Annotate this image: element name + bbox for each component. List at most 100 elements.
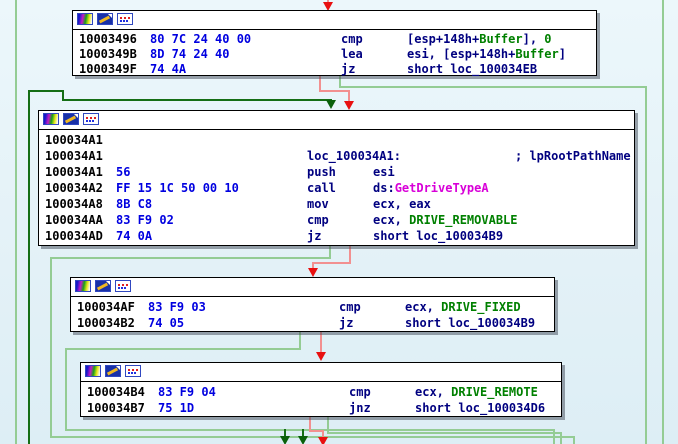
operand: short loc_100034EB (407, 62, 538, 76)
address: 1000349F (79, 62, 137, 76)
operand: ecx, (415, 385, 452, 399)
block-toolbar (81, 363, 561, 382)
operand: short loc_100034B9 (405, 316, 536, 330)
edge-segment (327, 0, 329, 3)
operand-symbol: Buffer (479, 32, 523, 46)
edge-segment (65, 348, 67, 431)
edge-segment (662, 0, 664, 444)
opcode-bytes: 8D 74 24 40 (150, 47, 230, 61)
opcode-bytes: 83 F9 04 (158, 385, 216, 399)
operand: esi (373, 165, 395, 179)
operand: esi, [esp+148h+ (407, 47, 516, 61)
address: 1000349B (79, 47, 137, 61)
edge-segment (339, 86, 647, 88)
edge-segment (553, 429, 555, 444)
mnemonic: jnz (349, 401, 371, 415)
block-toolbar (73, 11, 596, 30)
arrowhead-into-10003496 (323, 2, 333, 11)
mnemonic: lea (341, 47, 363, 61)
node-color-palette-icon[interactable] (77, 13, 93, 25)
node-color-palette-icon[interactable] (85, 365, 101, 377)
address: 10003496 (79, 32, 137, 46)
edge-segment (65, 348, 301, 350)
node-color-palette-icon[interactable] (43, 113, 59, 125)
edge-segment (15, 0, 17, 444)
edge-segment (322, 430, 324, 438)
operand: short loc_100034D6 (415, 401, 546, 415)
operand: ecx, eax (373, 197, 431, 211)
edit-node-icon[interactable] (95, 280, 111, 292)
operand-immediate: 0 (544, 32, 552, 46)
edge-segment (50, 257, 331, 259)
operand-import-name: GetDriveTypeA (394, 181, 489, 195)
edge-segment (327, 432, 562, 434)
address: 100034B7 (87, 401, 145, 415)
trace-node-icon[interactable] (115, 280, 131, 292)
operand: ecx, (405, 300, 442, 314)
mnemonic: jz (307, 229, 322, 243)
trace-node-icon[interactable] (117, 13, 133, 25)
edge-segment (327, 410, 329, 434)
edge-segment (573, 436, 575, 444)
address: 100034A1 (45, 149, 103, 163)
asm-line[interactable]: 1000349B 8D 74 24 40 lea esi, [esp+148h+Buf… (73, 47, 596, 62)
arrowhead-clipped (280, 436, 290, 444)
address: 100034B4 (87, 385, 145, 399)
opcode-bytes: FF 15 1C 50 00 10 (116, 181, 239, 195)
operand-symbol: Buffer (515, 47, 559, 61)
operand: ], (522, 32, 545, 46)
arrowhead-clipped (298, 436, 308, 444)
arrowhead-into-100034AF (308, 268, 318, 277)
edge-segment (302, 429, 304, 437)
node-color-palette-icon[interactable] (75, 280, 91, 292)
edge-segment (28, 90, 64, 92)
operand-enum: DRIVE_REMOTE (451, 385, 538, 399)
edge-segment (560, 432, 562, 444)
edit-node-icon[interactable] (97, 13, 113, 25)
edit-node-icon[interactable] (105, 365, 121, 377)
edit-node-icon[interactable] (63, 113, 79, 125)
operand-enum: DRIVE_REMOVABLE (409, 213, 518, 227)
arrowhead-clipped (318, 437, 328, 444)
asm-line[interactable]: 100034A8 8B C8 mov ecx, eax (39, 196, 634, 212)
trace-node-icon[interactable] (83, 113, 99, 125)
mnemonic: push (307, 165, 336, 179)
address: 100034AF (77, 300, 135, 314)
block-toolbar (39, 111, 634, 130)
edge-segment (312, 262, 314, 269)
edge-segment (319, 90, 350, 92)
trace-node-icon[interactable] (125, 365, 141, 377)
mnemonic: cmp (307, 213, 329, 227)
address: 100034B2 (77, 316, 135, 330)
edge-segment (50, 436, 575, 438)
edge-segment (309, 410, 311, 432)
edge-segment (645, 86, 647, 444)
address: 100034A8 (45, 197, 103, 211)
mnemonic: call (307, 181, 336, 195)
mnemonic: cmp (339, 300, 361, 314)
edge-segment (348, 90, 350, 102)
asm-line[interactable]: 100034A1 (39, 132, 634, 148)
mnemonic: mov (307, 197, 329, 211)
opcode-bytes: 8B C8 (116, 197, 153, 211)
opcode-bytes: 74 0A (116, 229, 153, 243)
